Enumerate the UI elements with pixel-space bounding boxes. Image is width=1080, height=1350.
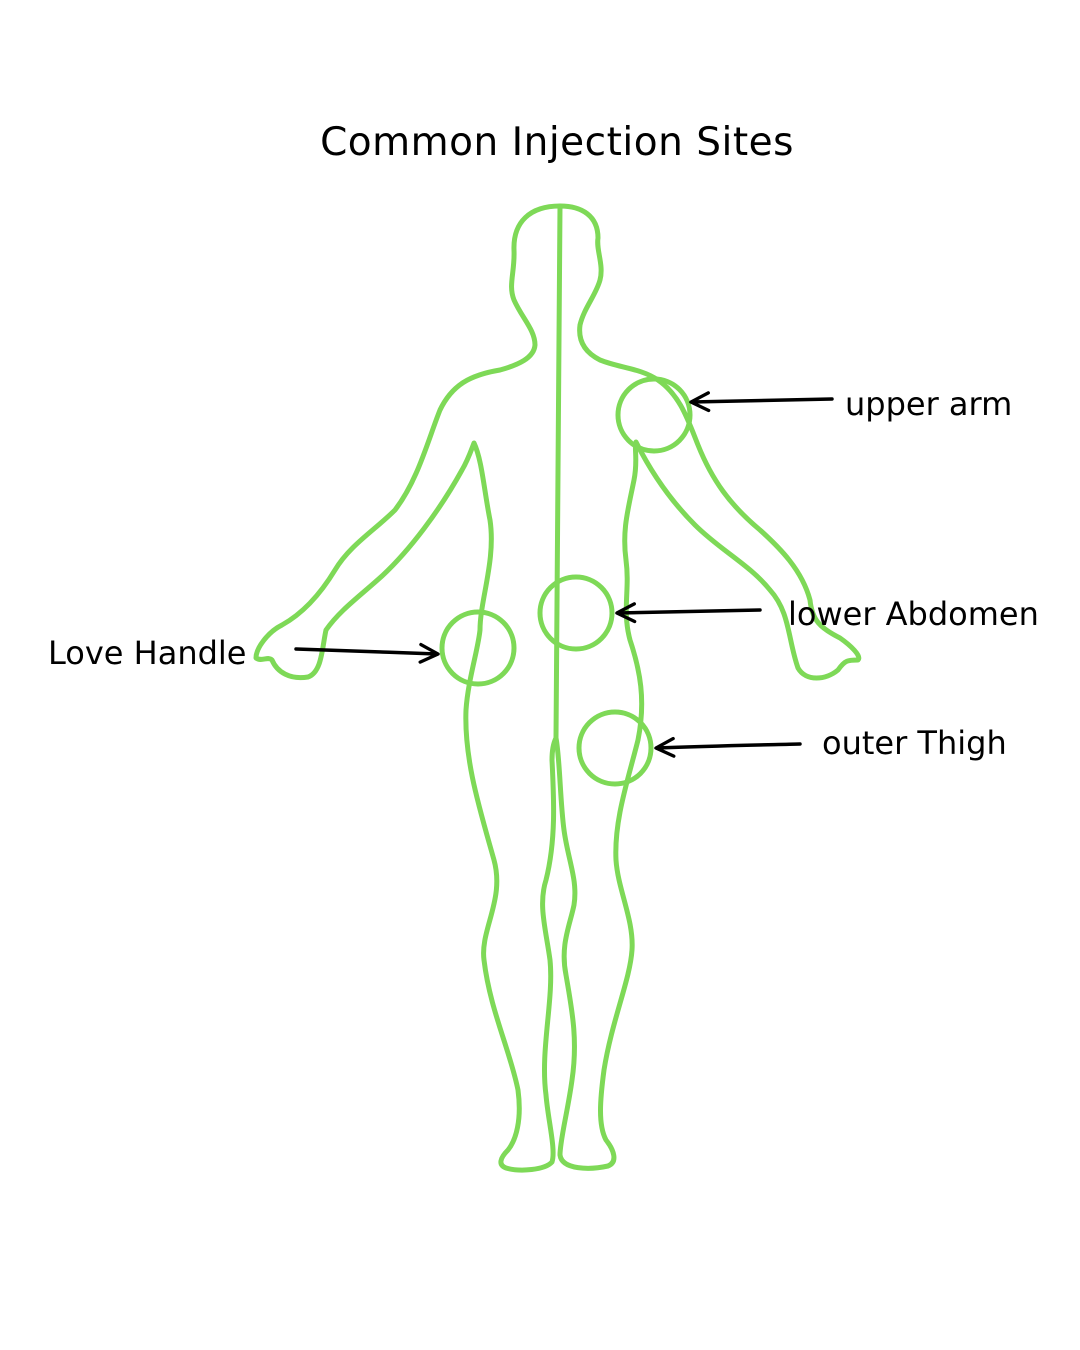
- upper-arm-arrow: [689, 391, 834, 413]
- outer-thigh-label: outer Thigh: [822, 724, 1007, 762]
- outer-thigh-marker: [576, 709, 654, 787]
- lower-abdomen-arrow: [615, 602, 762, 624]
- body-silhouette: [253, 203, 862, 1173]
- outer-thigh-arrow: [654, 736, 802, 758]
- upper-arm-label: upper arm: [845, 385, 1013, 423]
- love-handle-label: Love Handle: [48, 634, 247, 672]
- body-outline: [253, 203, 563, 1173]
- love-handle-arrow: [294, 642, 440, 664]
- lower-abdomen-label: lower Abdomen: [788, 595, 1039, 633]
- diagram-title: Common Injection Sites: [320, 120, 794, 165]
- lower-abdomen-marker: [537, 574, 615, 652]
- upper-arm-marker: [615, 376, 693, 454]
- body-outline-right: [553, 203, 862, 1171]
- love-handle-marker: [439, 609, 517, 687]
